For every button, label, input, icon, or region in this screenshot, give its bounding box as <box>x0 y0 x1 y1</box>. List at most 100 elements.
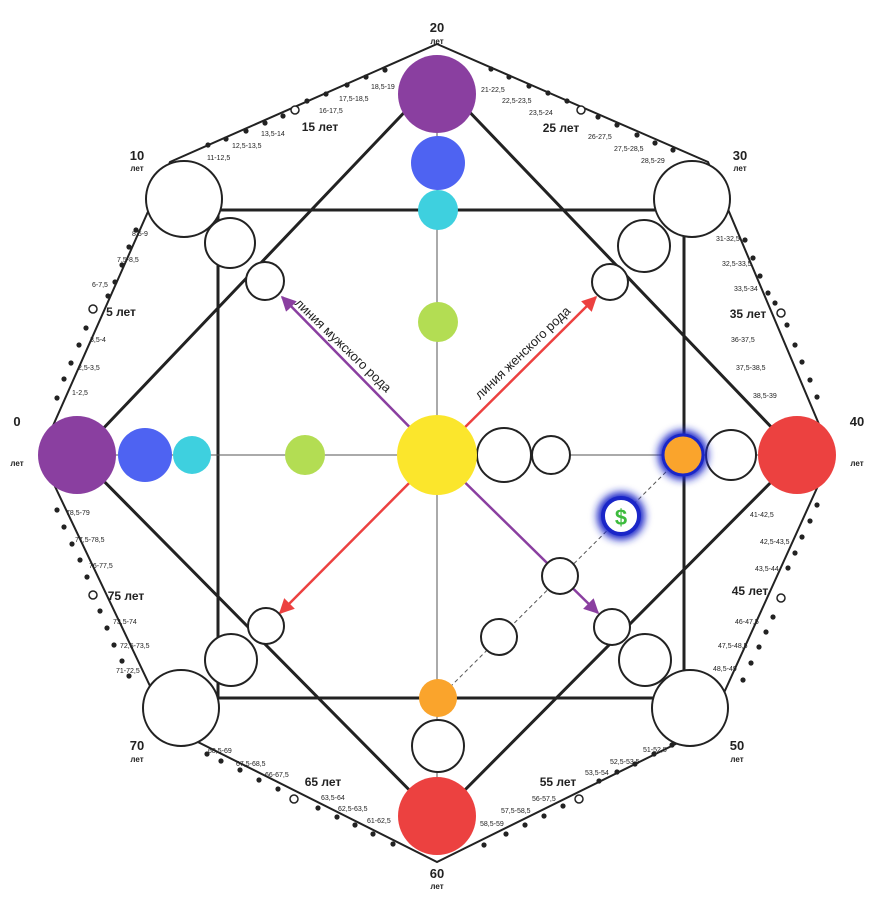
age-range-t38: 38,5-39 <box>753 393 777 400</box>
age-range-t43: 43,5-44 <box>755 566 779 573</box>
age-tick-dot <box>126 244 132 250</box>
age-label-25: 25 лет <box>543 121 580 135</box>
age-label-70: 70 <box>130 738 144 753</box>
dollar-sign-icon[interactable]: $ <box>597 492 645 540</box>
age-tick-dot <box>218 758 224 764</box>
age-unit-30: лет <box>733 164 746 173</box>
age-label-40: 40 <box>850 414 864 429</box>
age-label-45: 45 лет <box>732 584 769 598</box>
age-tick-dot <box>545 90 551 96</box>
age-range-t47: 47,5-48,5 <box>718 643 748 650</box>
circle-corner-tr-small[interactable] <box>591 263 629 301</box>
age-tick-dot <box>792 550 798 556</box>
age-tick-dot <box>614 769 620 775</box>
age-range-t53: 53,5-54 <box>585 770 609 777</box>
circle-right-inner[interactable] <box>476 427 532 483</box>
circle-right-orange[interactable] <box>661 433 705 477</box>
age-tick-dot <box>770 614 776 620</box>
circle-corner-br-small[interactable] <box>593 608 631 646</box>
age-unit-0: лет <box>10 459 23 468</box>
circle-right-inner-small[interactable] <box>531 435 571 475</box>
age-tick-dot <box>304 98 310 104</box>
age-range-t63: 63,5-64 <box>321 795 345 802</box>
age-tick-dot <box>632 761 638 767</box>
age-range-t66: 66-67,5 <box>265 772 289 779</box>
circle-right-red[interactable] <box>758 416 836 494</box>
age-tick-dot <box>205 142 211 148</box>
circle-corner-br-inner[interactable] <box>618 633 672 687</box>
age-tick-dot <box>323 91 329 97</box>
circle-bottom-inner[interactable] <box>411 719 465 773</box>
age-tick-dot <box>315 805 321 811</box>
circle-bottom-orange[interactable] <box>419 679 457 717</box>
age-range-t52: 52,5-53,5 <box>610 759 640 766</box>
age-range-t8: 8,5-9 <box>132 231 148 238</box>
age-label-20: 20 <box>430 20 444 35</box>
age-marker-15 <box>290 105 300 115</box>
circle-corner-tl-inner[interactable] <box>204 217 256 269</box>
age-range-t11: 11-12,5 <box>207 155 230 162</box>
circle-left-cyan[interactable] <box>173 436 211 474</box>
age-tick-dot <box>526 83 532 89</box>
circle-money-lower[interactable] <box>480 618 518 656</box>
circle-money-upper[interactable] <box>541 557 579 595</box>
age-range-t23: 23,5-24 <box>529 110 553 117</box>
age-tick-dot <box>814 502 820 508</box>
circle-corner-bl-inner[interactable] <box>204 633 258 687</box>
age-tick-dot <box>742 237 748 243</box>
circle-left-purple[interactable] <box>38 416 116 494</box>
age-range-t31: 31-32,5 <box>716 236 740 243</box>
age-tick-dot <box>595 114 601 120</box>
circle-top-purple[interactable] <box>398 55 476 133</box>
age-tick-dot <box>84 574 90 580</box>
age-tick-dot <box>83 325 89 331</box>
circle-corner-tl-small[interactable] <box>245 261 285 301</box>
age-range-t21: 21-22,5 <box>481 87 505 94</box>
age-tick-dot <box>799 359 805 365</box>
age-label-75: 75 лет <box>108 589 145 603</box>
circle-top-green[interactable] <box>418 302 458 342</box>
circle-left-blue[interactable] <box>118 428 172 482</box>
age-tick-dot <box>105 293 111 299</box>
age-marker-65 <box>289 794 299 804</box>
age-label-35: 35 лет <box>730 307 767 321</box>
age-tick-dot <box>814 394 820 400</box>
age-marker-45 <box>776 593 786 603</box>
age-range-t1: 1-2,5 <box>72 390 88 397</box>
age-tick-dot <box>651 751 657 757</box>
circle-top-cyan[interactable] <box>418 190 458 230</box>
age-label-60: 60 <box>430 866 444 881</box>
circle-corner-tr[interactable] <box>653 160 731 238</box>
age-tick-dot <box>596 778 602 784</box>
age-label-0: 0 <box>13 414 20 429</box>
age-range-t37: 37,5-38,5 <box>736 365 766 372</box>
circle-corner-bl-small[interactable] <box>247 607 285 645</box>
age-tick-dot <box>111 642 117 648</box>
age-tick-dot <box>256 777 262 783</box>
circle-right-outer[interactable] <box>705 429 757 481</box>
circle-left-green[interactable] <box>285 435 325 475</box>
age-tick-dot <box>750 255 756 261</box>
age-unit-20: лет <box>430 37 443 46</box>
age-tick-dot <box>237 767 243 773</box>
circle-top-blue[interactable] <box>411 136 465 190</box>
circle-corner-tr-inner[interactable] <box>617 219 671 273</box>
age-marker-55 <box>574 794 584 804</box>
age-tick-dot <box>756 644 762 650</box>
age-tick-dot <box>204 751 210 757</box>
age-tick-dot <box>262 120 268 126</box>
circle-center-yellow[interactable] <box>397 415 477 495</box>
age-tick-dot <box>126 673 132 679</box>
circle-corner-br[interactable] <box>651 669 729 747</box>
circle-corner-tl[interactable] <box>145 160 223 238</box>
age-range-t17: 17,5-18,5 <box>339 96 369 103</box>
age-tick-dot <box>54 395 60 401</box>
age-tick-dot <box>390 841 396 847</box>
circle-bottom-red[interactable] <box>398 777 476 855</box>
age-range-t7: 7,5-8,5 <box>117 257 139 264</box>
age-unit-10: лет <box>130 164 143 173</box>
dollar-sign-text: $ <box>615 505 627 530</box>
circle-corner-bl[interactable] <box>142 669 220 747</box>
age-tick-dot <box>652 140 658 146</box>
